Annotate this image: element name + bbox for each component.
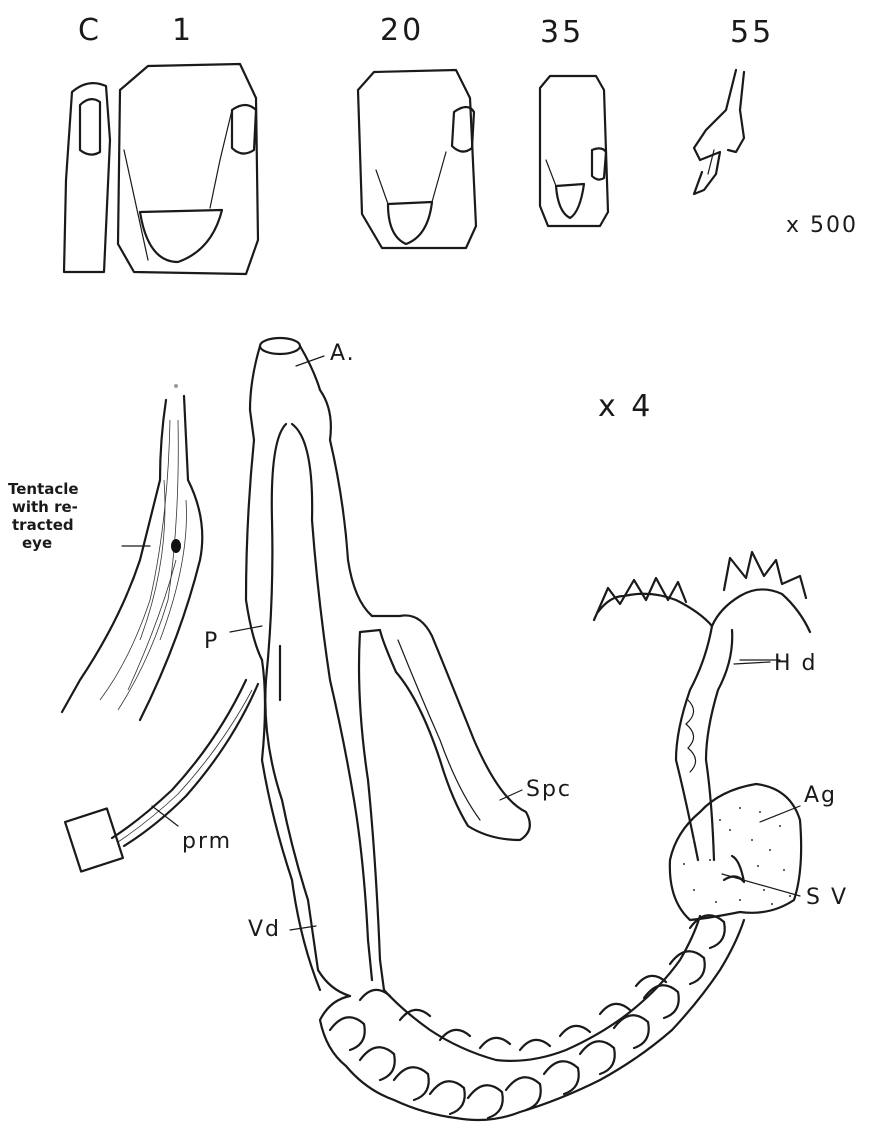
muscle-attachment-block [65, 808, 123, 871]
label-atrium: A. [330, 341, 356, 366]
albumen-gland [670, 784, 801, 920]
oviduct-lobes [320, 915, 744, 1120]
reproductive-system: x 4 Tentacle with re- tracted eye [8, 338, 848, 1120]
leader-lines [152, 356, 800, 930]
svg-text:tracted: tracted [12, 516, 74, 534]
tooth-35 [540, 76, 608, 226]
svg-text:with re-: with re- [12, 498, 78, 516]
tooth-label-c: C [78, 13, 102, 48]
tooth-series: C 1 20 35 55 [64, 13, 858, 274]
tooth-label-55: 55 [730, 15, 774, 50]
tentacle-with-eye [62, 384, 202, 720]
system-magnification: x 4 [598, 389, 653, 424]
eye-spot [171, 539, 181, 553]
hermaphrodite-duct [594, 552, 810, 860]
tentacle-caption: Tentacle with re- tracted eye [8, 480, 79, 552]
label-spermatheca: Spc [526, 777, 572, 802]
svg-text:Tentacle: Tentacle [8, 480, 79, 498]
tooth-20 [358, 70, 476, 248]
tooth-label-35: 35 [540, 15, 584, 50]
label-seminal-vesicle: S V [806, 885, 848, 910]
atrium-and-penis [246, 338, 372, 996]
spermatheca [359, 615, 530, 990]
label-hermaphrodite-duct: H d [774, 651, 818, 676]
tooth-label-20: 20 [380, 13, 424, 48]
label-vas-deferens: Vd [248, 917, 281, 942]
tooth-central [64, 83, 110, 272]
label-penial-retractor: prm [182, 829, 232, 854]
label-penis: P [204, 629, 219, 654]
tooth-magnification: x 500 [786, 213, 858, 238]
tooth-55 [694, 70, 744, 194]
svg-text:eye: eye [22, 534, 52, 552]
label-albumen-gland: Ag [804, 783, 837, 808]
tooth-label-1: 1 [172, 13, 194, 48]
tooth-1 [118, 64, 258, 274]
